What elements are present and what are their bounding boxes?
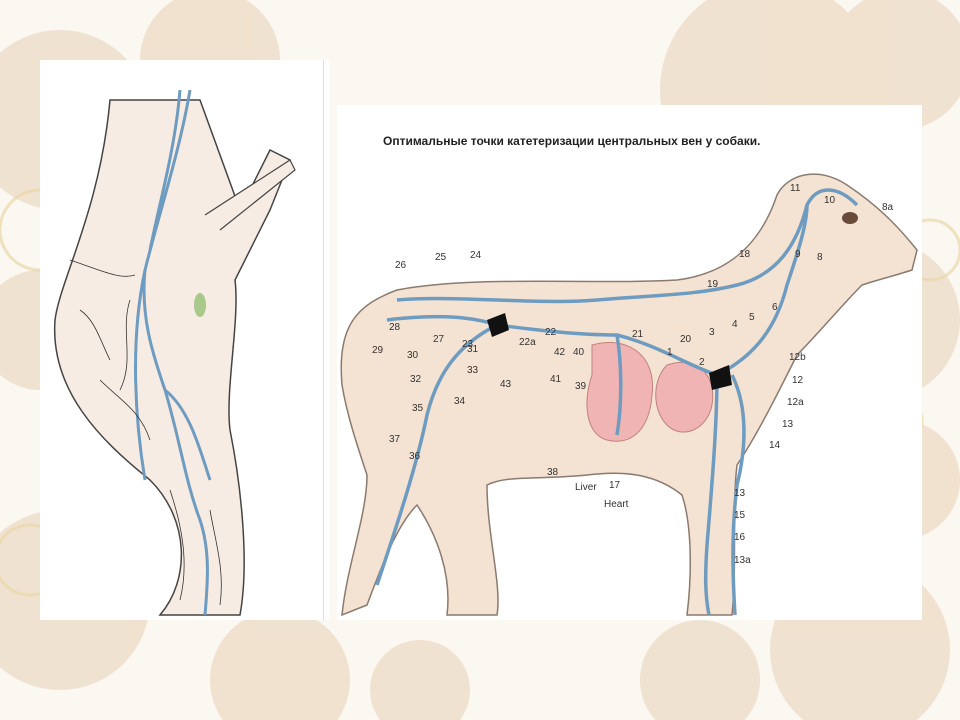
label-33: 33 [467, 365, 479, 376]
label-12a: 12a [787, 397, 804, 408]
diagram-labels: 1 2 3 4 5 6 8 8a 9 10 11 12 12a 12b 13 1… [372, 183, 894, 566]
dog-vein-diagram: 1 2 3 4 5 6 8 8a 9 10 11 12 12a 12b 13 1… [340, 173, 918, 617]
label-23: 23 [462, 339, 474, 350]
divider [323, 60, 324, 620]
limb-outline [53, 99, 291, 616]
vein-network [375, 188, 859, 616]
catheter-point-arrow-2 [709, 365, 732, 390]
heart [655, 361, 714, 433]
label-28: 28 [389, 322, 401, 333]
label-34: 34 [454, 396, 466, 407]
label-16: 16 [734, 532, 746, 543]
label-20: 20 [680, 334, 692, 345]
label-38: 38 [547, 467, 559, 478]
label-25: 25 [435, 252, 447, 263]
dog-eye [842, 212, 858, 224]
label-4: 4 [732, 319, 738, 330]
label-22: 22 [545, 327, 557, 338]
label-heart: Heart [604, 499, 629, 510]
limb-vein-illustration [53, 89, 296, 616]
vein-paths [134, 89, 212, 616]
label-8: 8 [817, 252, 823, 263]
label-12: 12 [792, 375, 804, 386]
nerve-paths [69, 259, 222, 606]
label-41: 41 [550, 374, 562, 385]
label-2: 2 [699, 357, 705, 368]
label-10: 10 [824, 195, 836, 206]
label-13-upper: 13 [782, 419, 794, 430]
label-26: 26 [395, 260, 407, 271]
label-31: 31 [467, 344, 479, 355]
label-6: 6 [772, 302, 778, 313]
label-22a: 22a [519, 337, 536, 348]
label-21: 21 [632, 329, 644, 340]
label-8a: 8a [882, 202, 894, 213]
label-12b: 12b [789, 352, 806, 363]
label-15: 15 [734, 510, 746, 521]
label-40: 40 [573, 347, 585, 358]
label-32: 32 [410, 374, 422, 385]
label-39: 39 [575, 381, 587, 392]
label-3: 3 [709, 327, 715, 338]
label-9: 9 [795, 249, 801, 260]
label-30: 30 [407, 350, 419, 361]
label-35: 35 [412, 403, 424, 414]
label-5: 5 [749, 312, 755, 323]
catheter-point-arrow-1 [487, 313, 509, 337]
label-37: 37 [389, 434, 401, 445]
label-13a: 13a [734, 555, 751, 566]
label-43: 43 [500, 379, 512, 390]
label-liver: Liver [575, 482, 597, 493]
label-29: 29 [372, 345, 384, 356]
label-24: 24 [470, 250, 482, 261]
label-1: 1 [667, 347, 673, 358]
label-14: 14 [769, 440, 781, 451]
label-19: 19 [707, 279, 719, 290]
label-13-lower: 13 [734, 488, 746, 499]
label-27: 27 [433, 334, 445, 345]
label-36: 36 [409, 451, 421, 462]
label-11: 11 [790, 183, 801, 194]
injection-site-marker [194, 293, 206, 317]
label-42: 42 [554, 347, 566, 358]
label-17: 17 [609, 480, 621, 491]
slide-title: Оптимальные точки катетеризации централь… [383, 134, 761, 148]
label-18: 18 [739, 249, 751, 260]
